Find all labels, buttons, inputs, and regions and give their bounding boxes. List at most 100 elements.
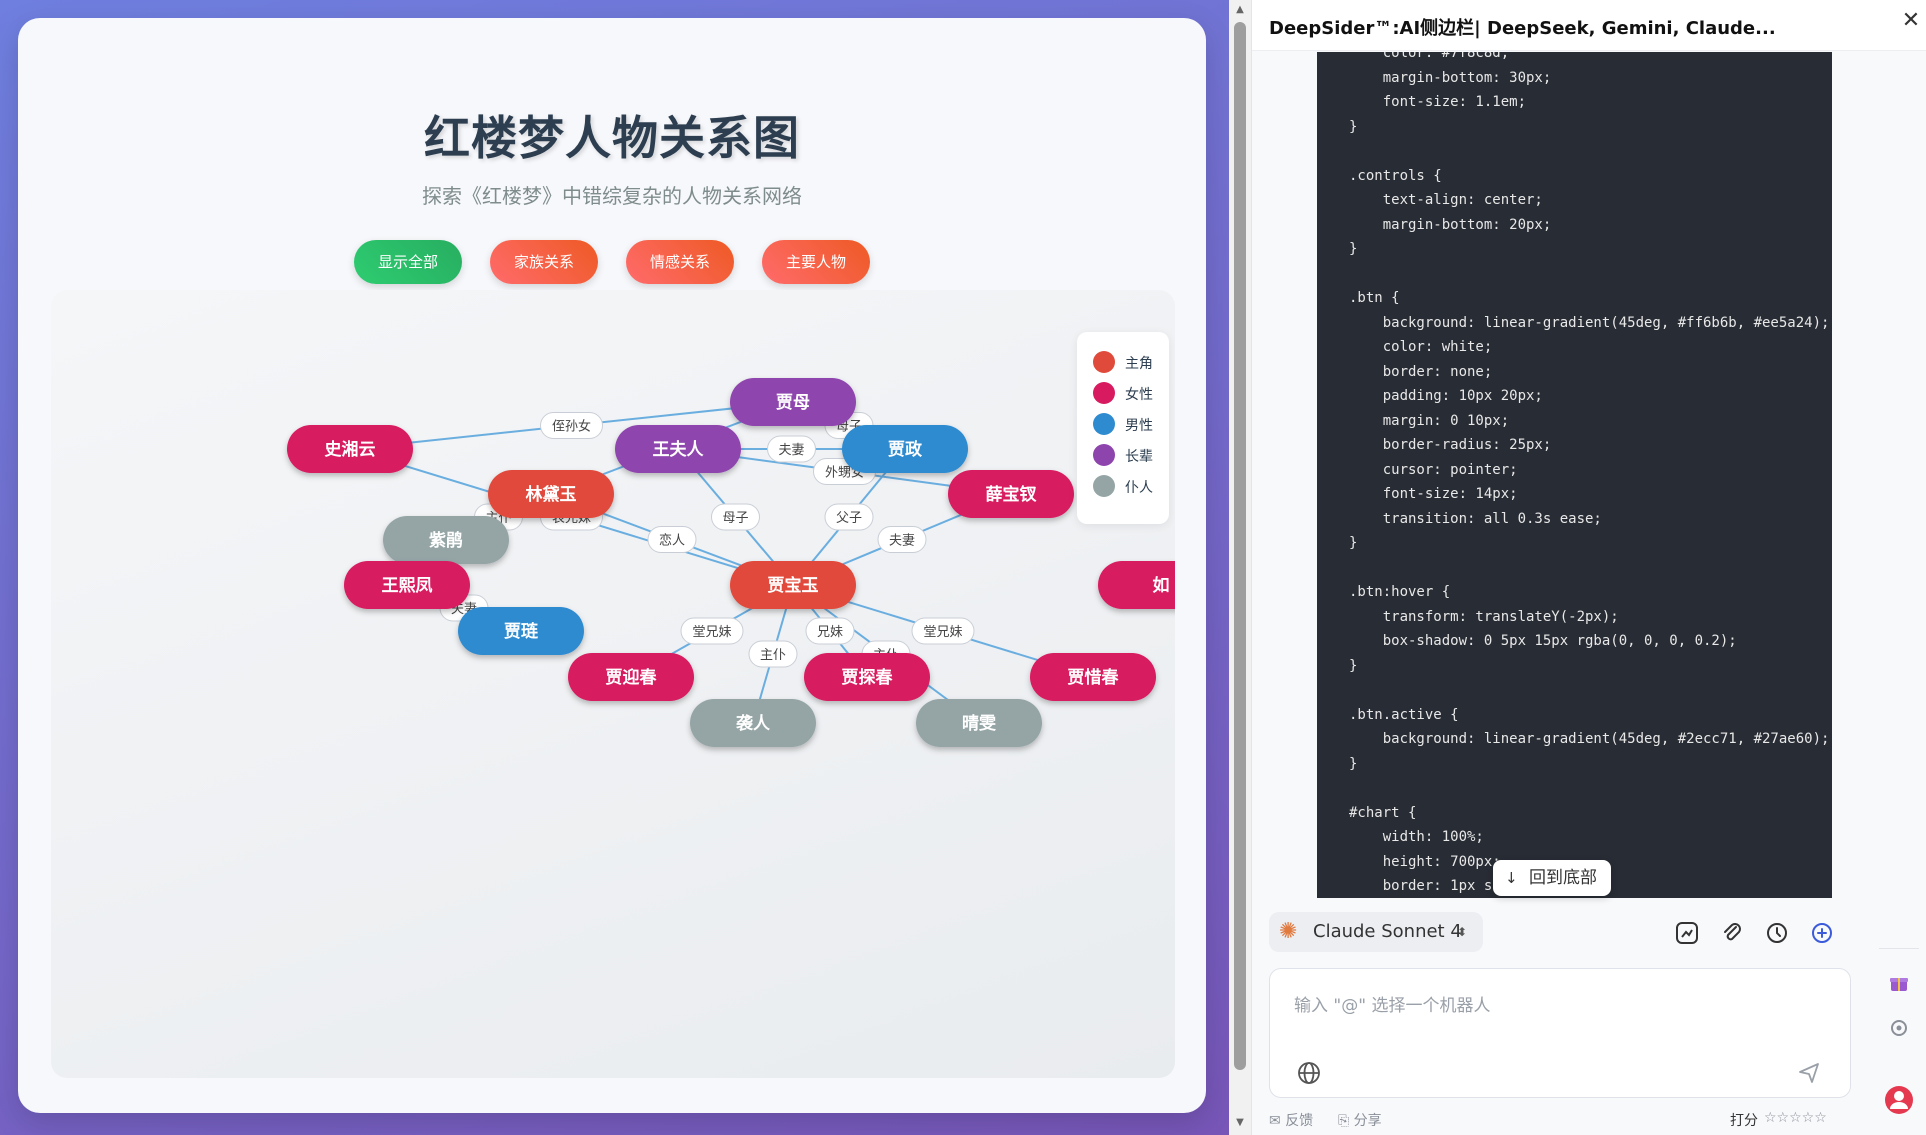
new-chat-icon[interactable] <box>1809 920 1835 946</box>
svg-text:母子: 母子 <box>722 511 748 526</box>
chevron-updown-icon: ⬍ <box>1457 925 1468 939</box>
legend-dot <box>1093 475 1115 497</box>
webpage: 红楼梦人物关系图 探索《红楼梦》中错综复杂的人物关系网络 显示全部 家族关系 情… <box>0 0 1229 1135</box>
svg-text:王夫人: 王夫人 <box>653 439 705 460</box>
character-node-xiren[interactable]: 袭人 <box>690 699 816 747</box>
feedback-icon: ✉ <box>1269 1113 1281 1129</box>
user-avatar-icon[interactable] <box>1884 1085 1914 1115</box>
page-title: 红楼梦人物关系图 <box>424 111 800 165</box>
model-selector[interactable]: ✺ Claude Sonnet 4 ⬍ <box>1269 912 1483 952</box>
svg-text:贾迎春: 贾迎春 <box>606 667 657 688</box>
svg-text:如: 如 <box>1153 575 1170 596</box>
character-node-jiatanchun[interactable]: 贾探春 <box>804 653 930 701</box>
svg-text:薛宝钗: 薛宝钗 <box>986 484 1037 505</box>
legend-label: 主角 <box>1125 356 1153 372</box>
svg-text:夫妻: 夫妻 <box>889 534 915 549</box>
character-node-jiabaoyu[interactable]: 贾宝玉 <box>730 561 856 609</box>
character-node-jialian[interactable]: 贾琏 <box>458 607 584 655</box>
ai-sidebar: DeepSider™:AI侧边栏| DeepSeek, Gemini, Clau… <box>1251 0 1926 1135</box>
relation-label: 主仆 <box>748 640 798 668</box>
character-node-wangxifeng[interactable]: 王熙凤 <box>344 561 470 609</box>
rate-label: 打分 <box>1730 1113 1758 1129</box>
share-label: 分享 <box>1353 1113 1382 1129</box>
character-node-offscreen[interactable]: 如 <box>1098 561 1175 609</box>
svg-text:晴雯: 晴雯 <box>962 714 997 734</box>
character-node-jiamu[interactable]: 贾母 <box>730 378 856 426</box>
svg-text:侄孙女: 侄孙女 <box>552 419 591 435</box>
back-to-bottom-button[interactable]: ↓ 回到底部 <box>1493 860 1611 896</box>
settings-icon[interactable] <box>1889 1018 1909 1038</box>
character-node-lindaiyu[interactable]: 林黛玉 <box>488 470 614 518</box>
chat-input[interactable]: 输入 "@" 选择一个机器人 <box>1269 968 1851 1098</box>
svg-text:林黛玉: 林黛玉 <box>526 484 577 505</box>
relation-label: 恋人 <box>647 526 697 553</box>
relation-label: 夫妻 <box>767 435 816 463</box>
graph-canvas: 侄孙女母子外孙女夫妻外甥女母子父子夫妻恋人表兄妹主仆夫妻堂兄妹兄妹堂兄妹主仆主仆… <box>287 378 1175 747</box>
show-all-button[interactable]: 显示全部 <box>354 240 462 284</box>
send-icon[interactable] <box>1797 1061 1821 1085</box>
claude-logo-icon: ✺ <box>1279 919 1298 944</box>
legend-dot <box>1093 444 1115 466</box>
scroll-up-icon[interactable]: ▲ <box>1236 4 1244 15</box>
relation-label: 侄孙女 <box>540 412 603 439</box>
svg-text:主仆: 主仆 <box>760 648 786 663</box>
rating-stars[interactable]: ☆☆☆☆☆ <box>1764 1110 1827 1126</box>
svg-text:史湘云: 史湘云 <box>325 439 376 460</box>
sidebar-title: DeepSider™:AI侧边栏| DeepSeek, Gemini, Clau… <box>1269 18 1776 39</box>
main-card: 红楼梦人物关系图 探索《红楼梦》中错综复杂的人物关系网络 显示全部 家族关系 情… <box>18 18 1206 1113</box>
legend-label: 仆人 <box>1125 480 1153 496</box>
legend-label: 长辈 <box>1125 449 1153 465</box>
page-subtitle: 探索《红楼梦》中错综复杂的人物关系网络 <box>422 184 802 208</box>
svg-text:夫妻: 夫妻 <box>778 443 804 458</box>
relation-label: 父子 <box>824 503 874 531</box>
character-node-xuebaochai[interactable]: 薛宝钗 <box>948 470 1074 518</box>
relation-label: 堂兄妹 <box>680 617 744 645</box>
legend: 主角 女性 男性 长辈 仆人 <box>1077 332 1169 524</box>
character-node-zijuan[interactable]: 紫鹃 <box>383 516 509 564</box>
scroll-thumb[interactable] <box>1234 22 1246 1070</box>
chat-input-placeholder: 输入 "@" 选择一个机器人 <box>1294 996 1491 1016</box>
svg-text:贾母: 贾母 <box>776 393 810 413</box>
character-node-wangfuren[interactable]: 王夫人 <box>615 425 741 473</box>
family-relations-button[interactable]: 家族关系 <box>490 240 598 284</box>
svg-text:父子: 父子 <box>836 511 862 526</box>
gift-icon[interactable] <box>1888 972 1910 994</box>
history-icon[interactable] <box>1764 920 1790 946</box>
relation-label: 堂兄妹 <box>911 617 975 645</box>
svg-text:王熙凤: 王熙凤 <box>382 576 433 596</box>
svg-text:贾琏: 贾琏 <box>504 622 539 642</box>
svg-text:堂兄妹: 堂兄妹 <box>692 625 731 640</box>
svg-text:袭人: 袭人 <box>735 713 771 734</box>
character-node-jiayingchun[interactable]: 贾迎春 <box>568 653 694 701</box>
feedback-label: 反馈 <box>1285 1113 1314 1129</box>
svg-text:堂兄妹: 堂兄妹 <box>923 625 962 640</box>
arrow-down-icon: ↓ <box>1505 869 1518 887</box>
svg-text:贾政: 贾政 <box>888 439 923 460</box>
code-block: color: #7f8c8d; margin-bottom: 30px; fon… <box>1317 52 1832 898</box>
character-node-jiazheng[interactable]: 贾政 <box>842 425 968 473</box>
character-node-shixiangyun[interactable]: 史湘云 <box>287 425 413 473</box>
share-icon: ⎘ <box>1338 1113 1350 1129</box>
character-node-qingwen[interactable]: 晴雯 <box>916 699 1042 747</box>
attachment-icon[interactable] <box>1719 920 1745 946</box>
main-characters-button[interactable]: 主要人物 <box>762 240 870 284</box>
legend-label: 男性 <box>1125 418 1153 434</box>
relation-label: 兄妹 <box>805 617 855 645</box>
globe-icon[interactable] <box>1297 1061 1321 1085</box>
share-link[interactable]: ⎘ 分享 <box>1338 1110 1382 1130</box>
relationship-chart[interactable]: 侄孙女母子外孙女夫妻外甥女母子父子夫妻恋人表兄妹主仆夫妻堂兄妹兄妹堂兄妹主仆主仆… <box>51 290 1175 1078</box>
legend-dot <box>1093 413 1115 435</box>
image-edit-icon[interactable] <box>1674 920 1700 946</box>
close-icon[interactable]: ✕ <box>1901 8 1921 33</box>
emotional-relations-button[interactable]: 情感关系 <box>626 240 734 284</box>
model-name: Claude Sonnet 4 <box>1313 921 1462 942</box>
legend-label: 女性 <box>1125 387 1153 403</box>
svg-text:贾宝玉: 贾宝玉 <box>768 575 819 596</box>
scroll-down-icon[interactable]: ▼ <box>1236 1117 1244 1128</box>
page-scrollbar[interactable]: ▲ ▼ <box>1229 0 1251 1135</box>
feedback-link[interactable]: ✉ 反馈 <box>1269 1110 1313 1130</box>
svg-text:兄妹: 兄妹 <box>817 625 843 640</box>
code-text: color: #7f8c8d; margin-bottom: 30px; fon… <box>1349 52 1830 894</box>
relation-label: 母子 <box>711 503 760 531</box>
character-node-jiaxichun[interactable]: 贾惜春 <box>1030 653 1156 701</box>
